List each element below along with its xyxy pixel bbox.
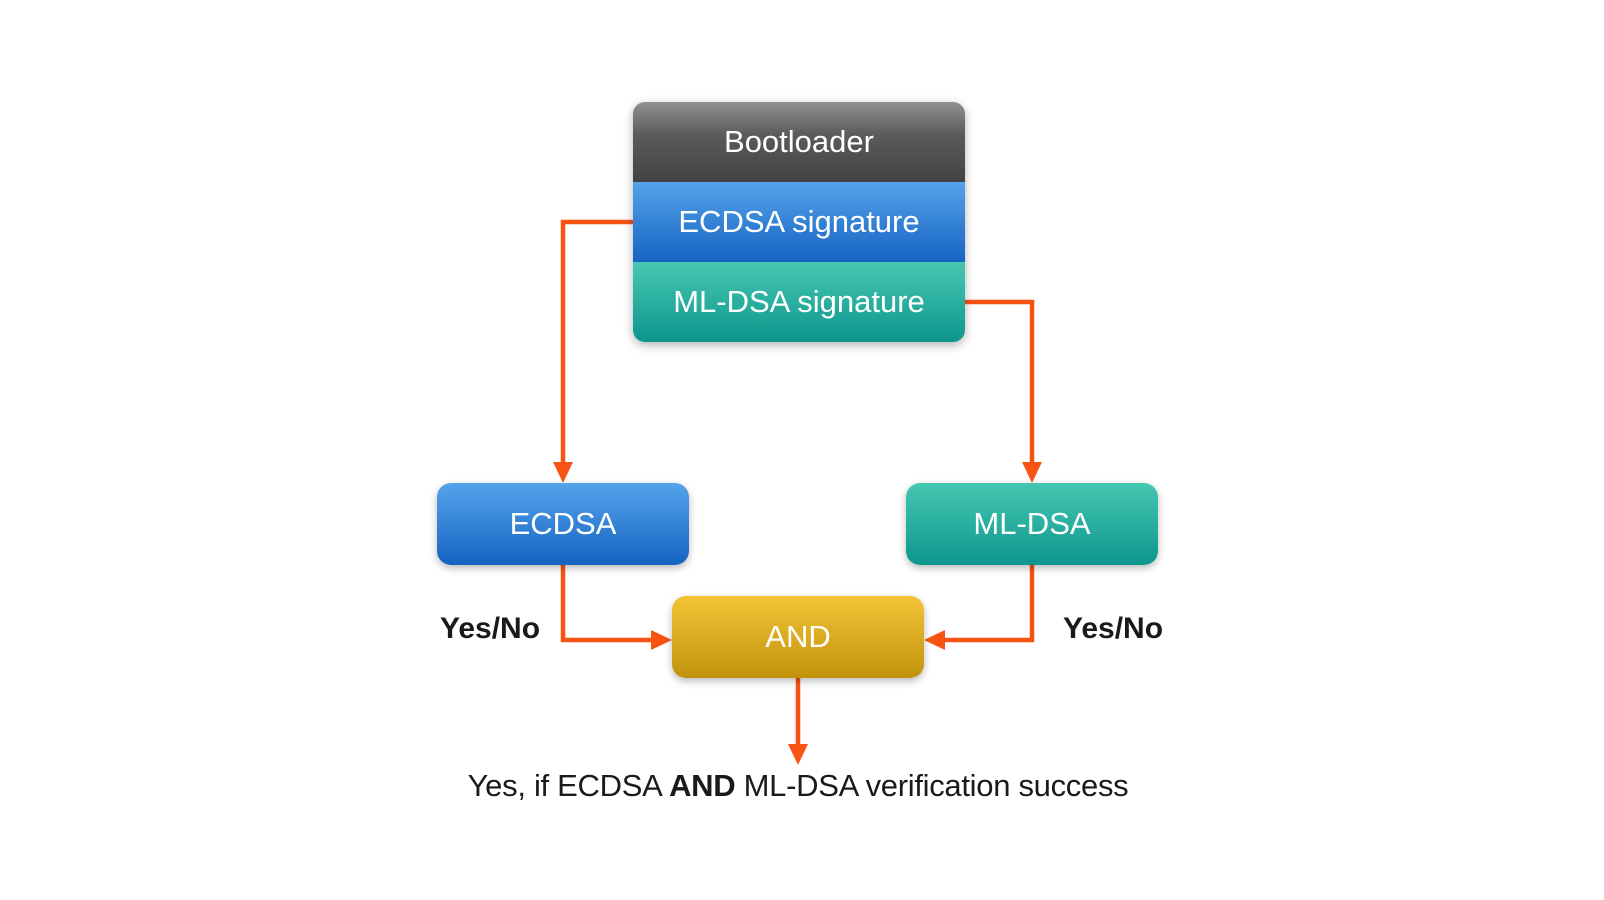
mldsa-signature-label: ML-DSA signature (673, 284, 925, 319)
and-gate-label: AND (765, 619, 831, 654)
stack-section-mldsa-signature: ML-DSA signature (633, 262, 965, 342)
bootloader-stack: Bootloader ECDSA signature ML-DSA signat… (633, 102, 965, 342)
arrow-mldsa-signature-to-mldsa (965, 299, 1042, 483)
stack-section-ecdsa-signature: ECDSA signature (633, 182, 965, 262)
ecdsa-node: ECDSA (437, 483, 689, 565)
yes-no-label-left: Yes/No (440, 612, 541, 645)
stack-section-bootloader: Bootloader (633, 102, 965, 182)
arrow-ecdsa-signature-to-ecdsa (553, 219, 633, 483)
ecdsa-node-label: ECDSA (509, 506, 617, 541)
result-caption: Yes, if ECDSA AND ML-DSA verification su… (468, 768, 1129, 804)
arrow-ecdsa-to-and (560, 565, 672, 650)
and-gate-node: AND (672, 596, 924, 678)
bootloader-label: Bootloader (724, 124, 874, 159)
ecdsa-signature-label: ECDSA signature (678, 204, 920, 239)
yes-no-label-right: Yes/No (1063, 612, 1164, 645)
result-caption-suffix: ML-DSA verification success (735, 768, 1129, 803)
arrow-and-to-result (788, 678, 808, 765)
mldsa-node: ML-DSA (906, 483, 1158, 565)
mldsa-node-label: ML-DSA (973, 506, 1091, 541)
arrow-mldsa-to-and (924, 565, 1035, 650)
result-caption-and: AND (669, 768, 736, 803)
result-caption-prefix: Yes, if ECDSA (467, 768, 670, 803)
